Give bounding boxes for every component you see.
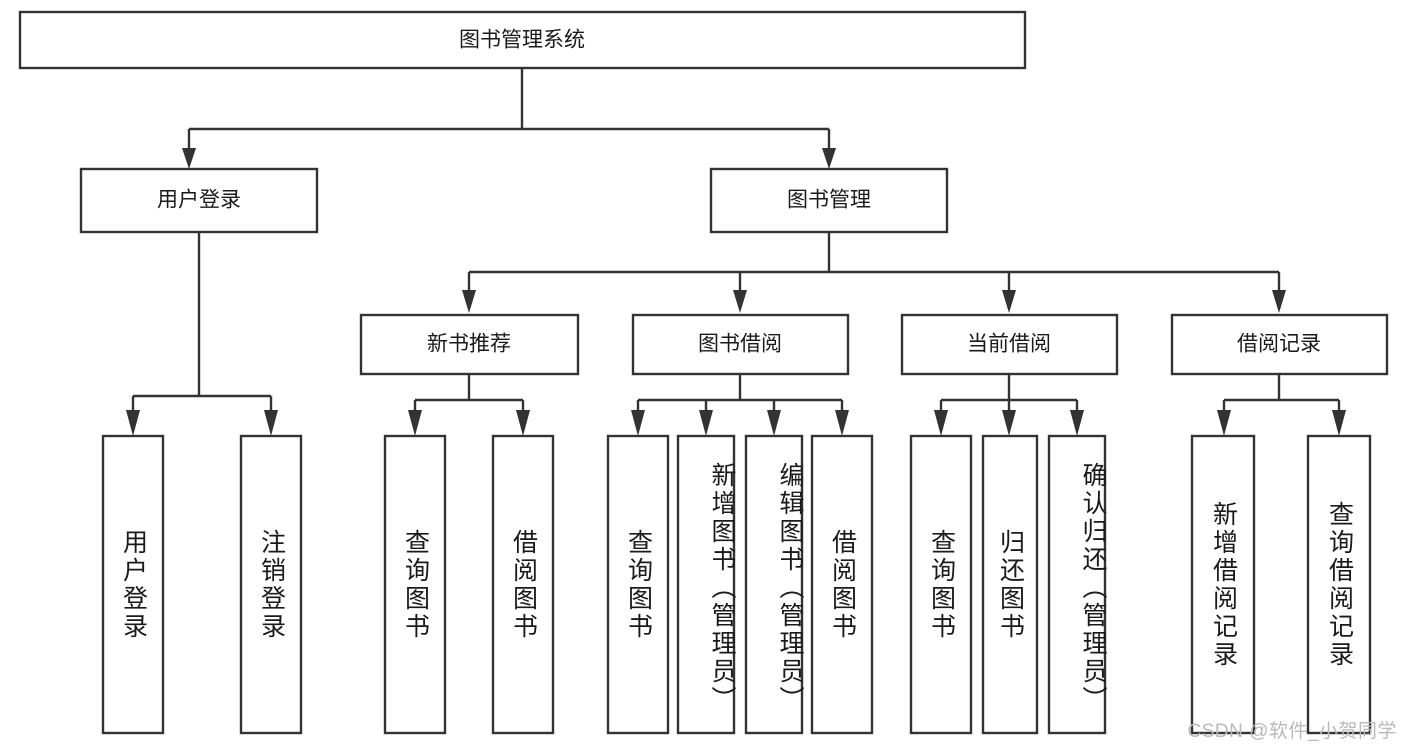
leaf-box-bb-2[interactable] [744,434,804,735]
arrow-head-br-0 [1217,410,1231,436]
level3-box-borrow-record[interactable] [1170,313,1389,376]
arrow-head-book-mgmt-3 [1272,290,1286,313]
arrow-head-root-0 [182,148,196,169]
node-book-borrow[interactable]: 图书借阅 [631,313,850,376]
leaf-box-bb-3[interactable] [810,434,874,735]
level2-label-book-management: 图书管理 [787,189,871,212]
arrow-head-book-mgmt-0 [462,290,476,313]
node-new-book-recommend[interactable]: 新书推荐 [359,313,580,376]
arrow-head-book-mgmt-2 [1002,290,1016,313]
arrow-head-cb-1 [1002,410,1016,436]
root-label: 图书管理系统 [459,29,585,52]
arrow-head-bb-1 [699,410,713,436]
leaf-box-cb-0[interactable] [909,434,973,735]
arrow-head-book-mgmt-1 [733,290,747,313]
node-user-login[interactable]: 用户登录 [79,167,319,234]
level3-box-book-borrow[interactable] [631,313,850,376]
arrow-head-bb-2 [767,410,781,436]
leaf-box-cb-2[interactable] [1047,434,1107,735]
watermark-text: CSDN @软件_小贺同学 [1187,721,1397,742]
leaf-box-user-login-0[interactable] [101,434,165,735]
root-box[interactable] [18,10,1027,70]
arrow-head-nbr-0 [408,410,422,436]
level3-box-new-book-recommend[interactable] [359,313,580,376]
level2-box-book-management[interactable] [709,167,949,234]
arrow-head-bb-0 [631,410,645,436]
arrow-head-user-login-0 [126,410,140,436]
leaf-box-nbr-0[interactable] [383,434,447,735]
level2-label-user-login: 用户登录 [157,189,241,212]
node-current-borrow[interactable]: 当前借阅 [900,313,1119,376]
leaf-box-nbr-1[interactable] [491,434,555,735]
leaf-box-user-login-1[interactable] [239,434,303,735]
level3-label-new-book-recommend: 新书推荐 [427,333,511,356]
leaf-box-bb-0[interactable] [606,434,670,735]
node-book-management[interactable]: 图书管理 [709,167,949,234]
level3-label-current-borrow: 当前借阅 [967,333,1051,356]
leaf-box-br-1[interactable] [1306,434,1372,735]
level3-box-current-borrow[interactable] [900,313,1119,376]
node-borrow-record[interactable]: 借阅记录 [1170,313,1389,376]
leaf-box-br-0[interactable] [1190,434,1256,735]
arrow-head-bb-3 [835,410,849,436]
arrow-head-root-1 [822,148,836,169]
level3-label-book-borrow: 图书借阅 [698,333,782,356]
level3-label-borrow-record: 借阅记录 [1237,333,1321,356]
arrow-head-cb-2 [1070,410,1084,436]
arrow-head-cb-0 [934,410,948,436]
node-root[interactable]: 图书管理系统 [18,10,1027,70]
leaf-box-cb-1[interactable] [981,434,1039,735]
leaf-box-bb-1[interactable] [676,434,736,735]
arrow-head-nbr-1 [516,410,530,436]
arrow-head-br-1 [1332,410,1346,436]
arrow-head-user-login-1 [264,410,278,436]
